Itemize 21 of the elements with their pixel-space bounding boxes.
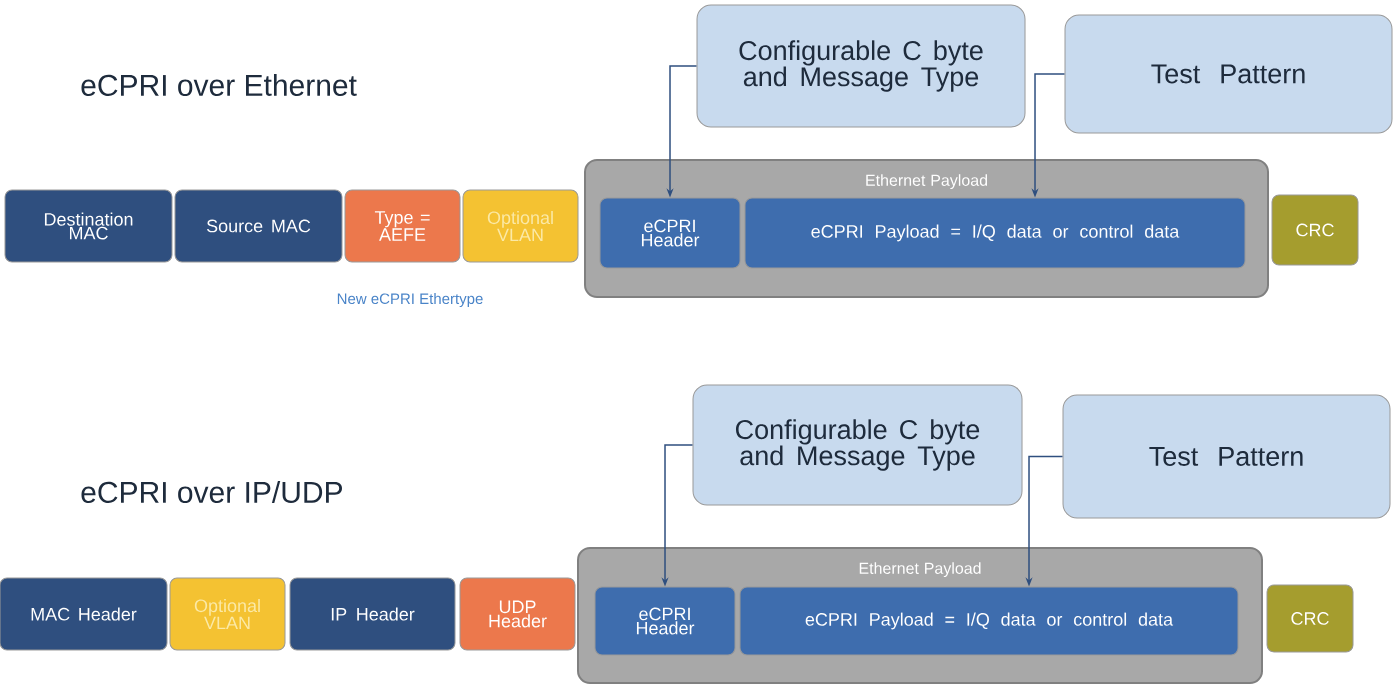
- field-box: CRC: [1271, 194, 1359, 266]
- callout-box: Test Pattern: [1062, 394, 1391, 519]
- field-box: eCPRI Payload = I/Q data or control data: [739, 586, 1239, 656]
- callout-box: Test Pattern: [1064, 14, 1393, 134]
- field-box: Optional VLAN: [462, 189, 579, 263]
- field-box: CRC: [1266, 584, 1354, 653]
- field-box: Type = AEFE: [344, 189, 461, 263]
- field-box: Optional VLAN: [169, 577, 286, 651]
- section-title: eCPRI over IP/UDP: [81, 481, 342, 503]
- callout-box: Configurable C byte and Message Type: [696, 4, 1026, 128]
- field-box: eCPRI Header: [594, 586, 736, 656]
- field-box: Source MAC: [174, 189, 343, 263]
- field-box: eCPRI Header: [599, 197, 741, 269]
- callout-box: Configurable C byte and Message Type: [692, 384, 1023, 506]
- field-box: eCPRI Payload = I/Q data or control data: [744, 197, 1246, 269]
- field-box: IP Header: [289, 577, 456, 651]
- field-box: Destination MAC: [4, 189, 173, 263]
- section-title: eCPRI over Ethernet: [81, 74, 357, 96]
- field-box: MAC Header: [0, 577, 168, 651]
- annotation-text: New eCPRI Ethertype: [337, 293, 483, 307]
- field-box: UDP Header: [459, 577, 576, 651]
